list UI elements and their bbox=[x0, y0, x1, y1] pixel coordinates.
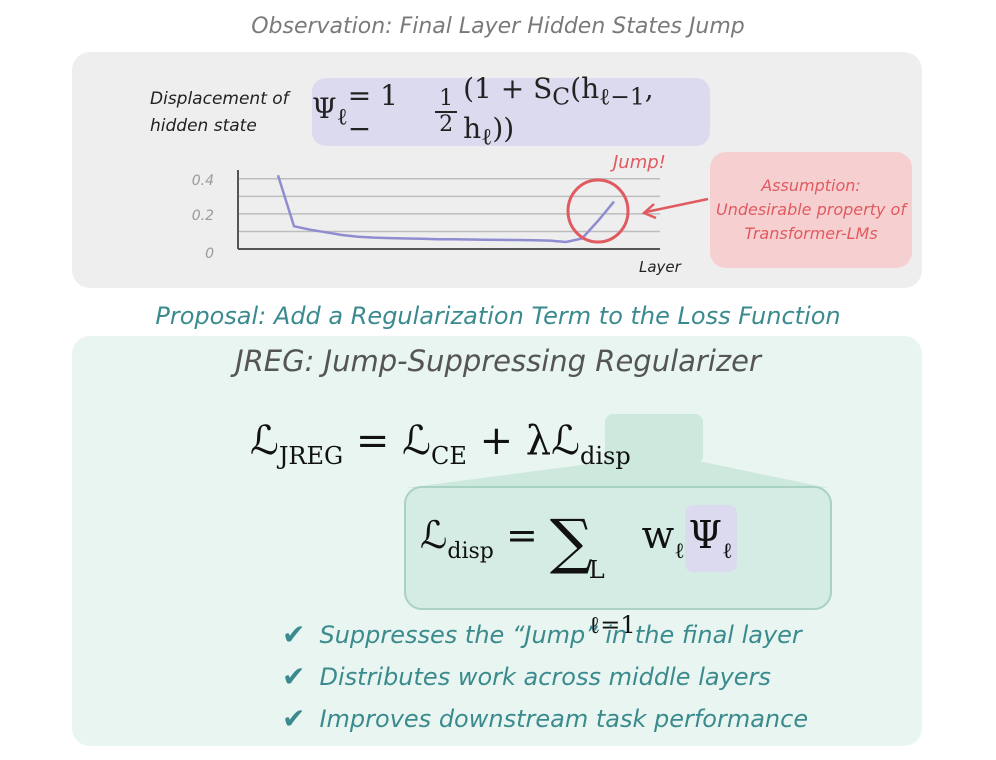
benefit-item: ✔ Distributes work across middle layers bbox=[282, 660, 771, 693]
assumption-arrow bbox=[645, 197, 709, 214]
observation-title: Observation: Final Layer Hidden States J… bbox=[251, 14, 745, 39]
assumption-box: Assumption: Undesirable property of Tran… bbox=[710, 152, 912, 268]
psi-term-highlight: Ψℓ bbox=[684, 505, 737, 572]
chart-y-ticks: 0 0.2 0.4 bbox=[192, 173, 214, 262]
check-icon: ✔ bbox=[282, 702, 306, 735]
formula-eq-left: = 1 − bbox=[347, 79, 398, 145]
jump-highlight-circle bbox=[566, 178, 630, 244]
chart-y-tick-label: 0.2 bbox=[192, 208, 214, 224]
formula-fraction: 1 2 bbox=[435, 87, 458, 137]
chart-series-line bbox=[276, 174, 615, 244]
ylabel-line2: hidden state bbox=[150, 116, 257, 136]
proposal-title: Proposal: Add a Regularization Term to t… bbox=[155, 302, 841, 330]
disp-term-highlight bbox=[605, 414, 703, 464]
jreg-loss-equation: ℒJREG = ℒCE + λℒdisp bbox=[250, 418, 631, 470]
assumption-line2: Undesirable property of bbox=[716, 200, 906, 219]
chart-y-tick-label: 0.4 bbox=[192, 173, 214, 189]
displacement-formula: Ψℓ = 1 − 1 2 (1 + SC(hℓ−1, hℓ)) bbox=[312, 72, 710, 151]
assumption-line3: Transformer-LMs bbox=[744, 224, 878, 243]
formula-eq-right: (1 + SC(hℓ−1, hℓ)) bbox=[463, 72, 654, 151]
check-icon: ✔ bbox=[282, 618, 306, 651]
assumption-arrowhead bbox=[641, 203, 657, 220]
benefit-item: ✔ Suppresses the “Jump” in the final lay… bbox=[282, 618, 802, 651]
sigma-symbol: ∑ bbox=[549, 507, 593, 577]
assumption-line1: Assumption: bbox=[761, 176, 861, 195]
check-icon: ✔ bbox=[282, 660, 306, 693]
benefit-item: ✔ Improves downstream task performance bbox=[282, 702, 809, 735]
formula-lhs: Ψℓ bbox=[312, 92, 348, 131]
jump-label: Jump! bbox=[613, 152, 666, 173]
chart-y-tick-label: 0 bbox=[205, 246, 214, 262]
chart-y-axis-label: Displacement of hidden state bbox=[150, 86, 310, 140]
jreg-title: JREG: Jump-Suppressing Regularizer bbox=[235, 344, 761, 378]
disp-loss-box bbox=[404, 486, 832, 610]
zoom-connector-shape bbox=[406, 462, 828, 488]
ylabel-line1: Displacement of bbox=[150, 89, 289, 109]
chart-x-axis-label: Layer bbox=[639, 258, 682, 276]
